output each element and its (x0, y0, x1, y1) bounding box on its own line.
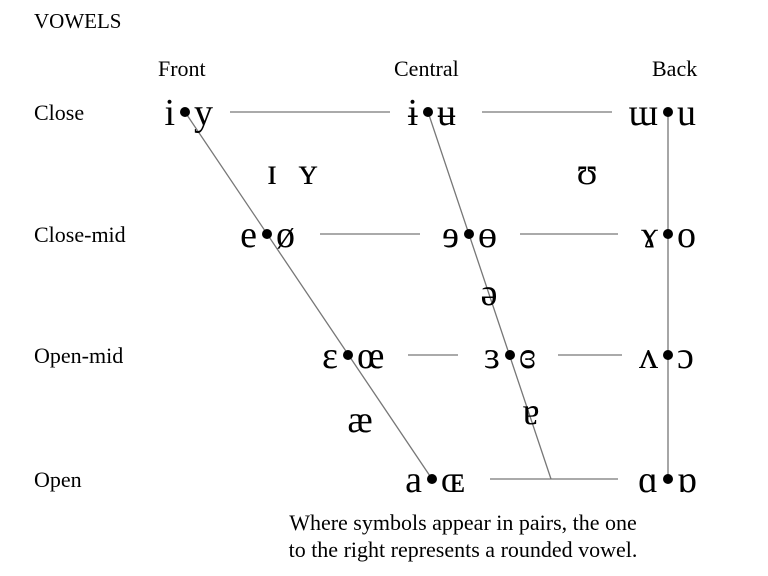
front-edge-line (184, 111, 433, 480)
symbol-near-open-central: ɐ (523, 391, 540, 433)
symbol-close-central-rounded: ʉ (437, 92, 456, 134)
symbol-close-front-unrounded: i (164, 92, 175, 134)
symbol-mid-central: ə (481, 272, 498, 314)
vowel-symbols: i y ɨ ʉ ɯ u ɪ ʏ ʊ e ø ɘ ɵ ɤ o ə ɛ œ ɜ ɞ … (164, 92, 696, 501)
symbol-close-mid-back-unrounded: ɤ (641, 214, 658, 256)
column-label-central: Central (394, 56, 459, 81)
footnote-line-1: Where symbols appear in pairs, the one (289, 510, 637, 535)
close-central-dot (423, 107, 433, 117)
close-mid-back-dot (663, 229, 673, 239)
open-mid-back-dot (663, 350, 673, 360)
symbol-close-mid-central-rounded: ɵ (478, 214, 497, 256)
symbol-open-mid-back-unrounded: ʌ (639, 335, 658, 377)
symbol-open-mid-front-unrounded: ɛ (322, 335, 338, 377)
symbol-open-mid-central-rounded: ɞ (519, 335, 536, 377)
chart-lines (184, 111, 669, 480)
row-label-open: Open (34, 467, 82, 492)
symbol-near-close-front-rounded: ʏ (299, 151, 318, 193)
row-label-close: Close (34, 100, 84, 125)
footnote-line-2: to the right represents a rounded vowel. (289, 537, 638, 562)
column-label-front: Front (158, 56, 206, 81)
symbol-close-front-rounded: y (194, 92, 213, 134)
symbol-close-mid-back-rounded: o (677, 214, 696, 256)
symbol-near-close-back-rounded: ʊ (577, 151, 598, 193)
symbol-close-back-rounded: u (677, 92, 696, 134)
symbol-open-mid-back-rounded: ɔ (677, 335, 694, 377)
symbol-close-central-unrounded: ɨ (407, 92, 418, 134)
row-label-open-mid: Open-mid (34, 343, 123, 368)
open-mid-central-dot (505, 350, 515, 360)
symbol-near-open-front: æ (347, 399, 372, 441)
close-front-dot (180, 107, 190, 117)
symbol-open-mid-front-rounded: œ (357, 335, 384, 377)
symbol-open-back-unrounded: ɑ (638, 459, 658, 501)
open-back-dot (663, 474, 673, 484)
close-back-dot (663, 107, 673, 117)
symbol-open-mid-central-unrounded: ɜ (484, 335, 500, 377)
open-front-dot (427, 474, 437, 484)
symbol-close-mid-front-unrounded: e (240, 214, 257, 256)
symbol-close-mid-front-rounded: ø (276, 214, 295, 256)
symbol-open-front-rounded: ɶ (441, 459, 465, 501)
open-mid-front-dot (343, 350, 353, 360)
central-edge-line (427, 111, 552, 480)
symbol-open-front-unrounded: a (405, 459, 422, 501)
symbol-close-mid-central-unrounded: ɘ (442, 214, 459, 256)
vowel-dots (180, 107, 673, 484)
column-label-back: Back (652, 56, 697, 81)
symbol-close-back-unrounded: ɯ (628, 92, 658, 134)
row-label-close-mid: Close-mid (34, 222, 126, 247)
close-mid-front-dot (262, 229, 272, 239)
close-mid-central-dot (464, 229, 474, 239)
symbol-near-close-front-unrounded: ɪ (267, 151, 278, 193)
chart-title: VOWELS (34, 9, 122, 33)
symbol-open-back-rounded: ɒ (677, 459, 697, 501)
